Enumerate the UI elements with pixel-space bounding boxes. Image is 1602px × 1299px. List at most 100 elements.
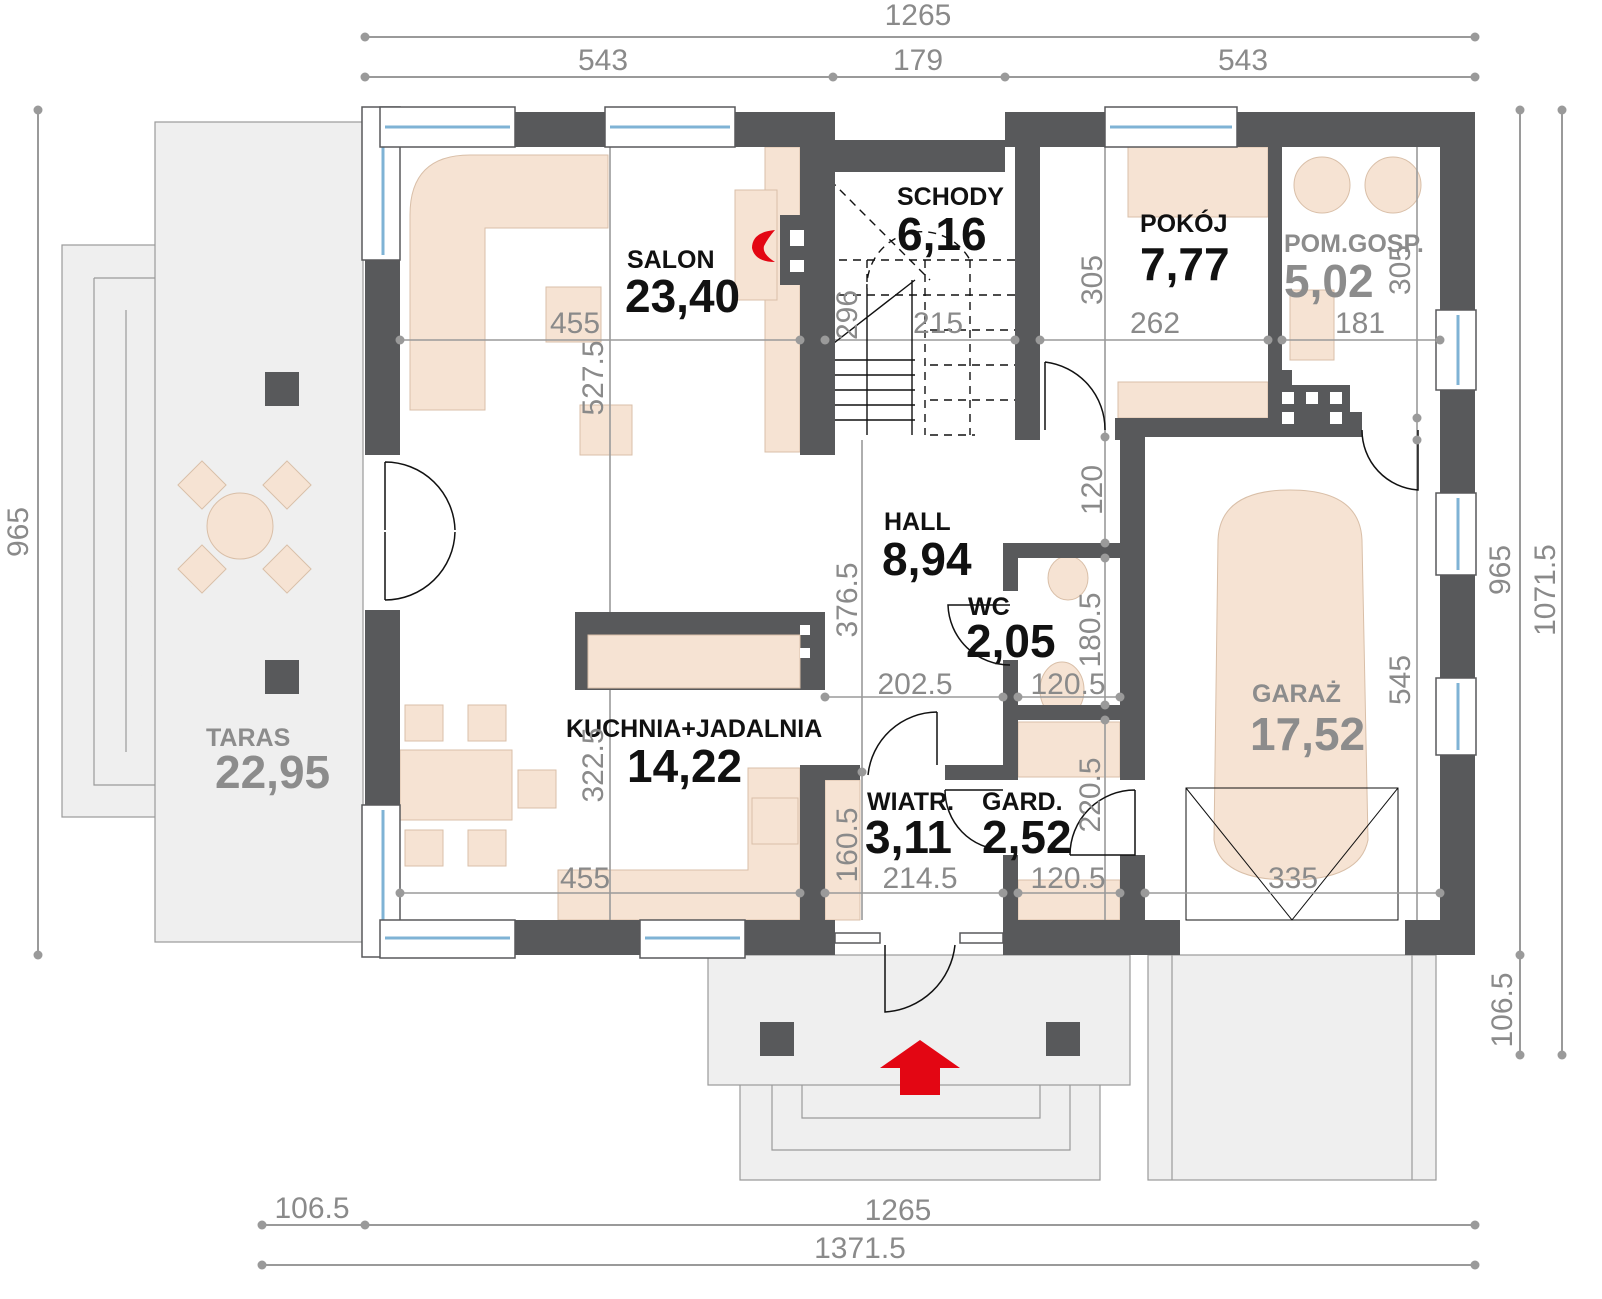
dimension-dot — [820, 692, 830, 702]
dimension-dot — [820, 888, 830, 898]
dimension-label: 180.5 — [1074, 592, 1107, 667]
doors — [384, 361, 1419, 1013]
dimension-dots — [33, 32, 1567, 1270]
dimension-dot — [33, 950, 43, 960]
dimension-label: 455 — [560, 862, 610, 895]
entrance-arrow-icon — [880, 1040, 960, 1095]
dimension-dot — [998, 888, 1008, 898]
dimension-label: 202.5 — [877, 668, 952, 701]
dimension-dot — [1115, 692, 1125, 702]
dimension-dot — [1115, 888, 1125, 898]
dimension-label: 262 — [1130, 307, 1180, 340]
dimension-label: 120 — [1076, 465, 1109, 515]
room-area: 17,52 — [1250, 708, 1365, 760]
dimension-label: 322.5 — [577, 727, 610, 802]
dimension-dot — [1470, 1260, 1480, 1270]
dimension-label: 965 — [2, 507, 35, 557]
dimension-dot — [1013, 888, 1023, 898]
dimension-dot — [395, 888, 405, 898]
dimension-label: 120.5 — [1030, 668, 1105, 701]
terrace-table-set — [177, 460, 312, 594]
dimension-dot — [360, 72, 370, 82]
room-area: 8,94 — [882, 533, 972, 585]
dimension-label: 220.5 — [1074, 757, 1107, 832]
dimension-dot — [1000, 72, 1010, 82]
dimension-dot — [1100, 538, 1110, 548]
fireplace-fire-icon — [752, 230, 775, 262]
room-area: 5,02 — [1284, 255, 1374, 307]
dimension-dot — [1035, 335, 1045, 345]
staircase — [824, 179, 1015, 436]
terrace — [61, 121, 364, 943]
room-name: WIATR. — [867, 788, 954, 816]
dimension-dot — [1412, 413, 1422, 423]
dimension-dot — [33, 105, 43, 115]
dimension-label: 215 — [913, 307, 963, 340]
dimension-dot — [1470, 72, 1480, 82]
dimension-label: 1371.5 — [814, 1232, 906, 1265]
dimension-label: 305 — [1076, 255, 1109, 305]
room-name: GARD. — [982, 788, 1063, 816]
dimension-dot — [1515, 1050, 1525, 1060]
dimension-label: 106.5 — [274, 1192, 349, 1225]
walls — [365, 112, 1475, 955]
room-name: SALON — [627, 246, 715, 274]
dimension-dot — [1557, 1050, 1567, 1060]
room-area: 3,11 — [865, 811, 952, 863]
entrance-steps — [707, 954, 1131, 1181]
dimension-label: 106.5 — [1486, 972, 1519, 1047]
dimension-label: 455 — [550, 307, 600, 340]
dimension-dot — [1100, 432, 1110, 442]
room-name: POM.GOSP. — [1284, 230, 1424, 258]
dimension-dot — [795, 335, 805, 345]
dimension-label: 305 — [1384, 245, 1417, 295]
dimension-label: 965 — [1484, 545, 1517, 595]
room-name: TARAS — [206, 724, 290, 752]
outer-dimension-lines — [37, 36, 1563, 1266]
room-name: KUCHNIA+JADALNIA — [566, 715, 822, 743]
dimension-dot — [1515, 105, 1525, 115]
dimension-dot — [998, 692, 1008, 702]
room-area: 7,77 — [1140, 238, 1230, 290]
room-area: 2,05 — [966, 615, 1056, 667]
dimension-label: 543 — [578, 44, 628, 77]
car-icon — [1213, 489, 1369, 881]
room-name: SCHODY — [897, 183, 1004, 211]
dimension-dot — [795, 888, 805, 898]
dimension-dot — [1515, 950, 1525, 960]
room-area: 23,40 — [625, 270, 740, 322]
dimension-label: 160.5 — [831, 807, 864, 882]
dimension-label: 1071.5 — [1529, 544, 1562, 636]
dimension-dot — [1557, 105, 1567, 115]
dimension-dot — [1100, 700, 1110, 710]
room-area: 6,16 — [897, 208, 987, 260]
windows — [361, 106, 1477, 959]
dimension-dot — [1470, 32, 1480, 42]
dimension-label: 181 — [1335, 307, 1385, 340]
dimension-dot — [1470, 1220, 1480, 1230]
terrace-pillar — [265, 372, 299, 406]
room-name: WC — [968, 593, 1010, 621]
dimension-dot — [820, 335, 830, 345]
dimension-label: 296 — [831, 290, 864, 340]
dimension-label: 527.5 — [577, 340, 610, 415]
room-area: 22,95 — [215, 746, 330, 798]
dimension-dot — [857, 767, 867, 777]
dimension-dot — [1010, 335, 1020, 345]
dimension-label: 335 — [1268, 862, 1318, 895]
room-area: 14,22 — [627, 740, 742, 792]
dimension-dot — [257, 1220, 267, 1230]
dimension-dot — [1435, 888, 1445, 898]
dimension-label: 376.5 — [831, 562, 864, 637]
dimension-dot — [1100, 715, 1110, 725]
dimension-dot — [828, 72, 838, 82]
dimension-label: 214.5 — [882, 862, 957, 895]
dimension-label: 179 — [893, 44, 943, 77]
dimension-dot — [257, 1260, 267, 1270]
dimension-label: 545 — [1384, 655, 1417, 705]
driveway — [1147, 954, 1437, 1181]
room-name: HALL — [884, 508, 951, 536]
dimension-dot — [360, 32, 370, 42]
